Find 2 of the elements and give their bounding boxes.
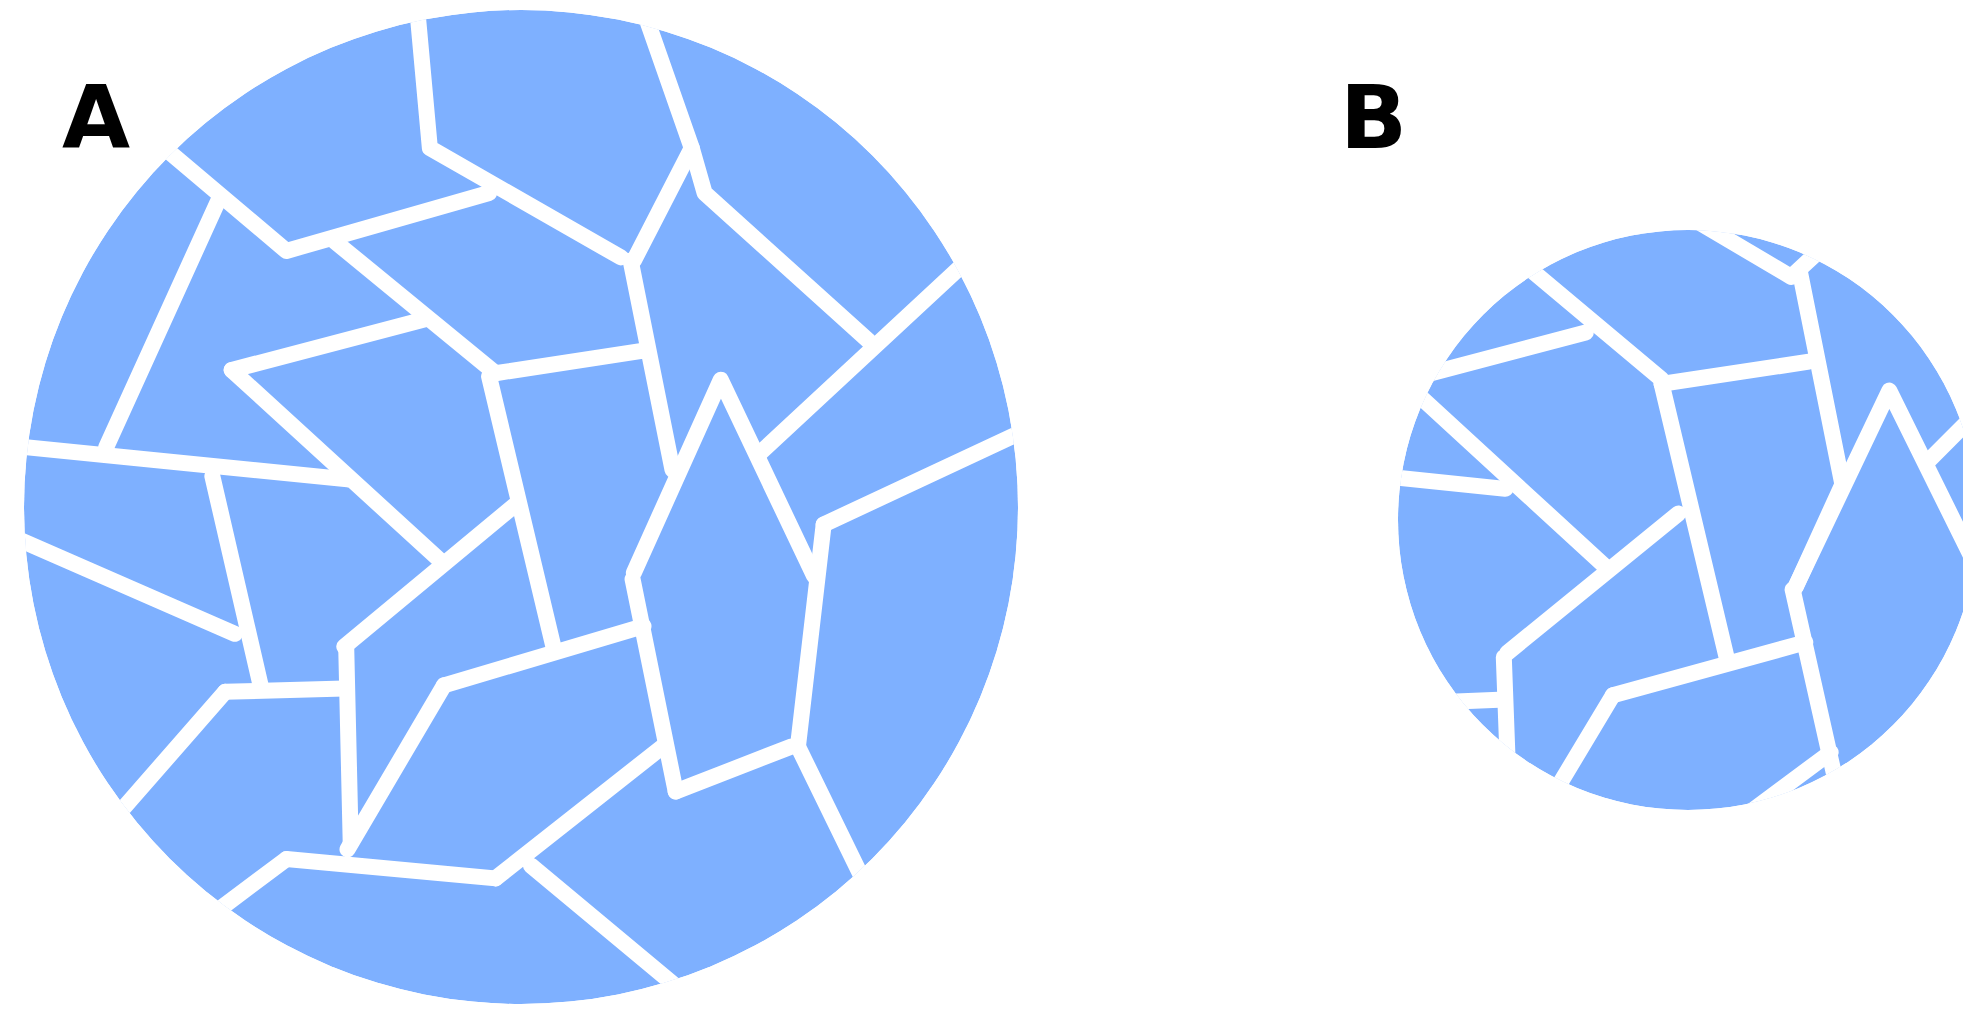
panel-label: A: [62, 74, 131, 162]
panel-label: B: [1340, 74, 1408, 162]
